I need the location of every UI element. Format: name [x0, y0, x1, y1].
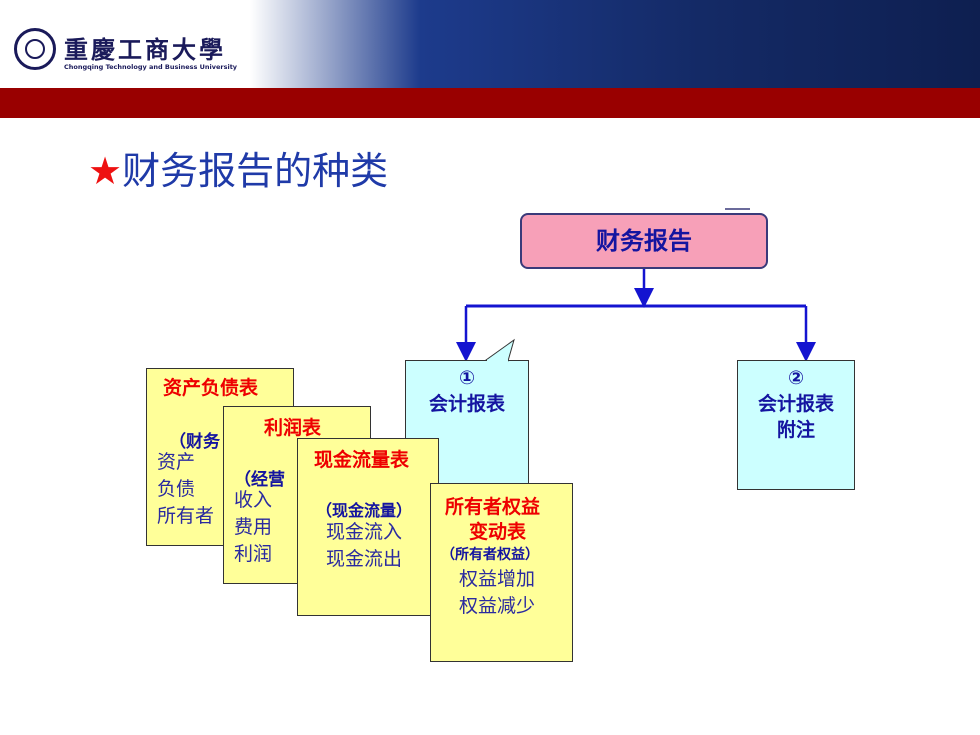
slide-title-text: 财务报告的种类 [122, 149, 389, 193]
card-cashflow-title: 现金流量表 [314, 449, 410, 471]
card-cashflow-item-2: 现金流出 [326, 548, 403, 570]
card-equity-title-2: 变动表 [469, 521, 527, 543]
card-equity-title-1: 所有者权益 [445, 496, 541, 518]
logo-text-en: Chongqing Technology and Business Univer… [64, 63, 238, 71]
branch2-label-2: 附注 [776, 419, 815, 441]
header-banner [0, 0, 980, 88]
header-red-bar [0, 88, 980, 118]
card-balance-item-1: 资产 [157, 451, 196, 473]
branch2-number: ② [787, 367, 805, 389]
slide-title: ★财务报告的种类 [88, 140, 388, 195]
card-equity-item-2: 权益减少 [459, 595, 536, 617]
branch1-number: ① [458, 367, 476, 389]
star-icon: ★ [88, 149, 123, 193]
branch2-label-1: 会计报表 [757, 393, 834, 415]
card-cashflow-sub: （现金流量） [316, 501, 413, 520]
card-equity-sub: （所有者权益） [441, 547, 539, 563]
card-income-item-3: 利润 [234, 543, 273, 565]
card-balance-item-3: 所有者 [157, 505, 215, 527]
card-balance-sub: （财务 [169, 432, 220, 452]
card-equity-statement: 所有者权益 变动表 （所有者权益） 权益增加 权益减少 [430, 483, 573, 662]
branch-accounting-statements: ① 会计报表 [405, 360, 529, 496]
card-equity-item-1: 权益增加 [459, 568, 536, 590]
card-cashflow-item-1: 现金流入 [326, 521, 403, 543]
root-node-financial-report: 财务报告 [520, 213, 768, 269]
university-logo-icon [14, 28, 56, 70]
logo-text-cn: 重慶工商大學 [64, 35, 226, 64]
card-income-sub: （经营 [234, 470, 285, 490]
card-balance-item-2: 负债 [157, 478, 196, 500]
card-income-item-2: 费用 [234, 516, 273, 538]
card-cash-flow-statement: 现金流量表 （现金流量） 现金流入 现金流出 [297, 438, 439, 616]
branch-statement-notes: ② 会计报表 附注 [737, 360, 855, 490]
branch1-label: 会计报表 [428, 393, 505, 415]
card-balance-title: 资产负债表 [163, 377, 259, 399]
card-income-title: 利润表 [264, 417, 322, 439]
card-income-item-1: 收入 [234, 489, 273, 511]
